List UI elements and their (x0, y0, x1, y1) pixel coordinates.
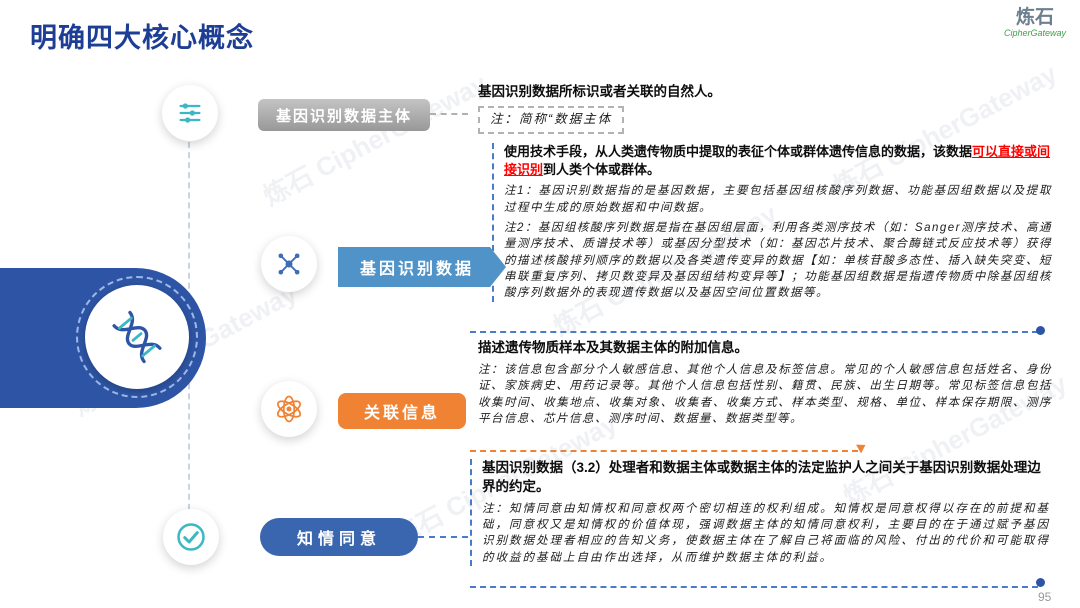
concept-label: 基因识别数据 (359, 261, 474, 278)
divider-blue-dashed (470, 331, 1038, 333)
page-title: 明确四大核心概念 (30, 23, 254, 53)
note-text: 注：知情同意由知情权和同意权两个密切相连的权利组成。知情权是同意权得以存在的前提… (482, 502, 1050, 564)
page-number: 95 (1038, 590, 1052, 604)
definition-text: 基因识别数据（3.2）处理者和数据主体或数据主体的法定监护人之间关于基因识别数据… (482, 460, 1041, 494)
concept-pill-associated-info: 关联信息 (338, 393, 466, 429)
divider-end-dot (1036, 326, 1045, 335)
concept-label: 知情同意 (296, 531, 381, 548)
concept-label: 基因识别数据主体 (275, 107, 412, 125)
divider-orange-dashed (470, 450, 858, 452)
section-informed-consent: 基因识别数据（3.2）处理者和数据主体或数据主体的法定监护人之间关于基因识别数据… (470, 459, 1050, 567)
logo-text: 炼石 (1015, 7, 1054, 28)
note-text-2: 注2：基因组核酸序列数据是指在基因组层面，利用各类测序技术（如：Sanger测序… (504, 222, 1052, 300)
connector-blue-dashed (418, 536, 468, 538)
decorative-shape (0, 268, 206, 408)
watermark: 炼石 CipherGateway (258, 68, 492, 212)
list-icon (162, 85, 218, 141)
connector-gray-dashed (430, 113, 468, 115)
note-text: 注：简称“数据主体 (490, 111, 613, 126)
note-text-1: 注1：基因识别数据指的是基因数据，主要包括基因组核酸序列数据、功能基因组数据以及… (504, 185, 1052, 214)
dna-icon (85, 285, 189, 389)
network-icon (261, 236, 317, 292)
definition-text: 描述遗传物质样本及其数据主体的附加信息。 (478, 340, 748, 355)
note-box: 注：简称“数据主体 (478, 105, 625, 134)
logo-subtitle: CipherGateway (1003, 28, 1066, 38)
section-data-subject: 基因识别数据所标识或者关联的自然人。 注：简称“数据主体 (478, 83, 1053, 134)
concept-pill-data-subject: 基因识别数据主体 (258, 99, 430, 131)
atom-icon (261, 381, 317, 437)
dna-ring (76, 276, 198, 398)
brand-logo: 炼石 CipherGateway (1004, 8, 1066, 38)
divider-end-dot (1036, 578, 1045, 587)
concept-pill-gene-data: 基因识别数据 (338, 247, 506, 287)
concept-label: 关联信息 (363, 405, 440, 422)
definition-text: 基因识别数据所标识或者关联的自然人。 (478, 84, 721, 99)
definition-text: 使用技术手段，从人类遗传物质中提取的表征个体或群体遗传信息的数据，该数据可以直接… (504, 144, 1051, 178)
divider-blue-dashed-bottom (470, 586, 1038, 588)
section-associated-info: 描述遗传物质样本及其数据主体的附加信息。 注：该信息包含部分个人敏感信息、其他个… (478, 339, 1052, 427)
section-gene-data: 使用技术手段，从人类遗传物质中提取的表征个体或群体遗传信息的数据，该数据可以直接… (492, 143, 1052, 302)
note-text: 注：该信息包含部分个人敏感信息、其他个人信息及标签信息。常见的个人敏感信息包括姓… (478, 363, 1052, 425)
check-circle-icon (163, 509, 219, 565)
concept-pill-informed-consent: 知情同意 (260, 518, 418, 556)
highlighted-phrase: 可以直接或间接识别 (504, 144, 1051, 178)
